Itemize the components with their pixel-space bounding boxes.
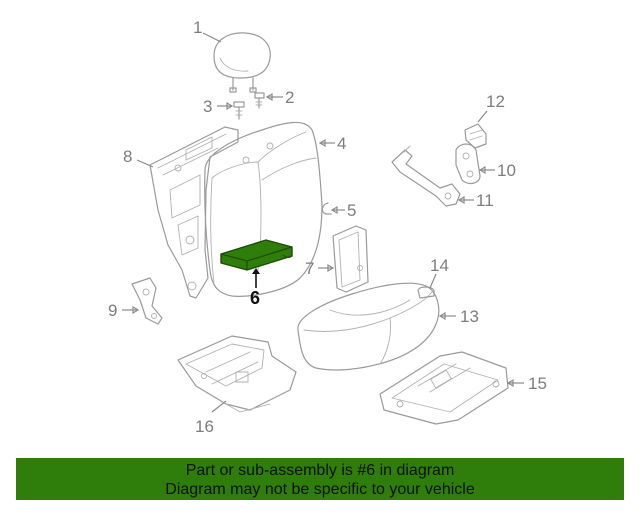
callout-3: 3 [203,97,212,116]
part-cushion-frame-15 [379,351,509,425]
callout-4: 4 [337,134,346,153]
part-seatback-frame [149,126,239,299]
callout-8: 8 [123,147,132,166]
part-bolt-2 [254,92,265,109]
callout-16: 16 [195,417,214,436]
leader-8 [136,159,154,168]
callout-6: 6 [250,288,260,308]
callout-1: 1 [193,18,202,37]
callout-2: 2 [285,88,294,107]
callout-5: 5 [347,201,356,220]
footer-line-2: Diagram may not be specific to your vehi… [165,481,475,498]
part-panel-7 [332,225,369,293]
callout-7: 7 [305,259,314,278]
part-seatback-pad [204,121,323,297]
callout-14: 14 [430,256,449,275]
callout-13: 13 [460,307,479,326]
part-clip-5 [321,202,332,215]
callout-9: 9 [108,301,117,320]
leader-12 [477,110,488,123]
leader-1 [202,32,222,43]
footer-line-1: Part or sub-assembly is #6 in diagram [185,462,455,479]
part-latch-11 [391,145,461,207]
part-bracket-9 [131,277,163,325]
part-screw-3 [233,101,245,120]
leader-14 [429,273,437,289]
part-hinge-12 [464,123,487,149]
callout-12: 12 [486,92,505,111]
footer-banner: Part or sub-assembly is #6 in diagram Di… [16,458,624,500]
part-track-16 [177,335,297,413]
parts-diagram: 1 2 3 8 4 [108,18,547,436]
part-6-highlighted[interactable] [220,239,293,271]
callout-10: 10 [497,161,516,180]
part-seat-cushion [297,282,440,371]
part-cover-10 [455,143,481,185]
callout-15: 15 [528,374,547,393]
callout-11: 11 [476,191,494,210]
part-headrest [213,32,271,93]
leader-16 [211,400,227,413]
part-tab-14 [417,286,435,299]
